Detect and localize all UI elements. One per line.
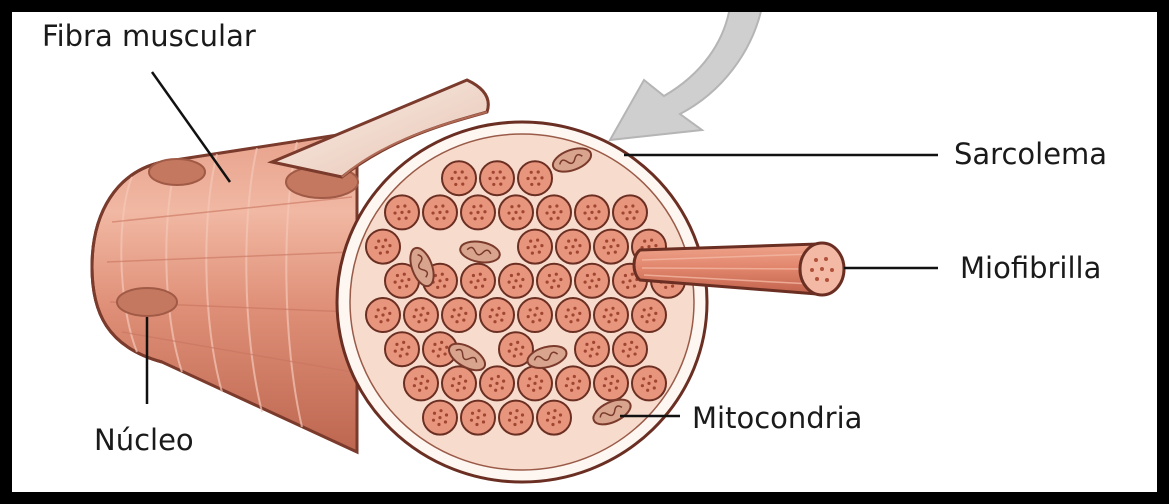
muscle-fiber-body (92, 132, 358, 452)
label-nucleo: Núcleo (94, 426, 194, 455)
nucleus-bottom (117, 288, 177, 316)
nucleus-top (149, 159, 205, 185)
cross-section (337, 122, 707, 482)
direction-arrow (610, 12, 762, 140)
label-sarcolema: Sarcolema (954, 140, 1107, 169)
label-miofibrilla: Miofibrilla (960, 254, 1101, 283)
diagram-panel: Fibra muscular Sarcolema Miofibrilla Mit… (12, 12, 1157, 492)
label-fibra-muscular: Fibra muscular (42, 22, 256, 51)
label-mitocondria: Mitocondria (692, 404, 862, 433)
